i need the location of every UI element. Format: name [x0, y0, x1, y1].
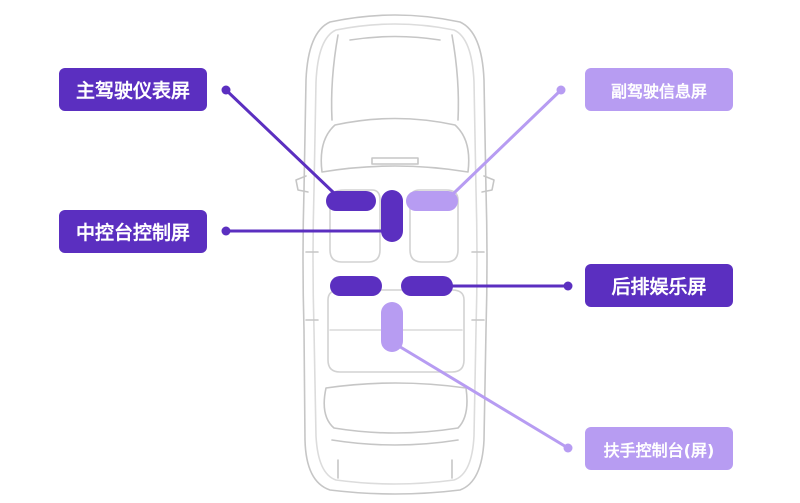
- leader-dots: [221, 85, 573, 453]
- label-armrest-console-screen: 扶手控制台(屏): [585, 427, 733, 470]
- leader-line-driver: [224, 88, 336, 195]
- dot-center: [221, 226, 231, 236]
- label-rear-entertainment-screen: 后排娱乐屏: [585, 264, 733, 307]
- label-center-console-screen: 中控台控制屏: [59, 210, 207, 253]
- screen-center-console: [381, 190, 403, 242]
- screen-armrest: [381, 302, 403, 352]
- leader-lines: [224, 88, 570, 450]
- dot-rear: [563, 281, 573, 291]
- leader-line-passenger: [452, 88, 563, 195]
- label-driver-screen: 主驾驶仪表屏: [59, 68, 207, 111]
- car-outline: [295, 14, 495, 495]
- screens: [326, 190, 458, 352]
- dot-passenger: [556, 85, 566, 95]
- screen-driver: [326, 191, 376, 211]
- leader-line-armrest: [395, 343, 570, 450]
- screen-rear-right: [401, 276, 453, 296]
- screen-passenger: [406, 191, 458, 211]
- dot-armrest: [563, 443, 573, 453]
- label-passenger-screen: 副驾驶信息屏: [585, 68, 733, 111]
- dot-driver: [221, 85, 231, 95]
- screen-rear-left: [330, 276, 382, 296]
